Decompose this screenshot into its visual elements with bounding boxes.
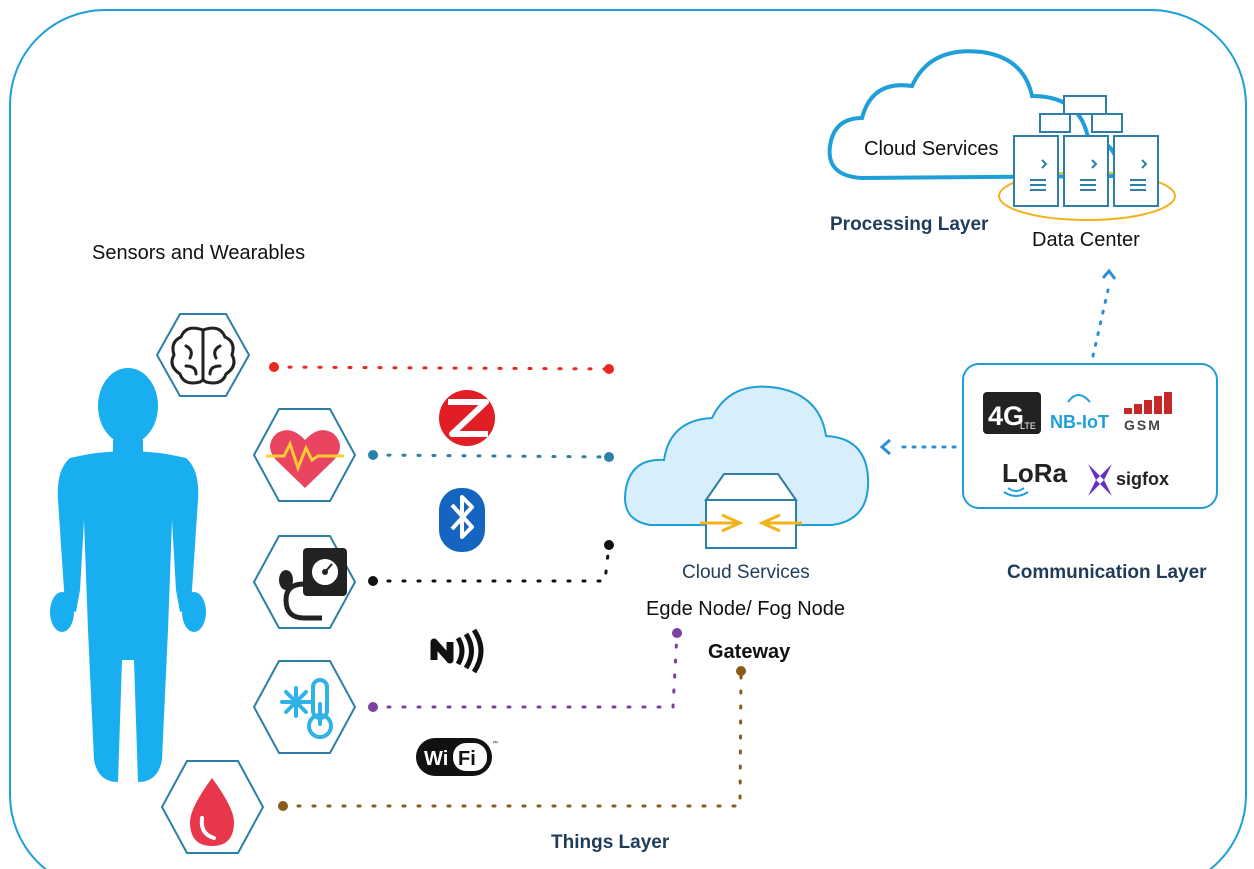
diagram-border — [9, 9, 1247, 869]
blood-drop-icon — [190, 778, 234, 846]
nfc-icon — [430, 628, 484, 674]
zigbee-icon — [439, 390, 495, 446]
bluetooth-icon — [439, 488, 485, 552]
svg-text:GSM: GSM — [1124, 417, 1162, 433]
svg-text:sigfox: sigfox — [1116, 469, 1169, 489]
nbiot-icon: NB-IoT — [1050, 394, 1109, 432]
gsm-icon: GSM — [1124, 392, 1172, 433]
cloud-services-label: Cloud Services — [864, 138, 999, 160]
things-layer-label: Things Layer — [551, 832, 670, 853]
gateway-label: Gateway — [708, 641, 791, 663]
link-blood — [278, 666, 746, 811]
sensors-label: Sensors and Wearables — [92, 242, 305, 264]
link-temperature — [368, 628, 682, 712]
svg-text:Fi: Fi — [458, 748, 476, 770]
blood-pressure-sensor — [252, 535, 357, 629]
lora-icon: LoRa — [1002, 458, 1068, 497]
processing-layer-label: Processing Layer — [830, 214, 989, 235]
svg-text:NB-IoT: NB-IoT — [1050, 412, 1109, 432]
svg-text:LTE: LTE — [1020, 421, 1036, 431]
sigfox-icon: sigfox — [1088, 464, 1169, 496]
brain-sensor — [155, 313, 251, 397]
server-box-icon — [700, 473, 802, 549]
data-center-label: Data Center — [1032, 229, 1140, 251]
brain-icon — [170, 326, 236, 385]
link-brain — [269, 362, 614, 374]
link-blood-pressure — [368, 540, 614, 586]
svg-text:Wi: Wi — [424, 748, 448, 770]
communication-layer-box: 4G LTE NB-IoT GSM LoRa sigfox — [962, 363, 1218, 509]
edge-cloud-label: Cloud Services — [682, 562, 810, 583]
comm-to-cloud-link — [1091, 268, 1117, 358]
link-heart — [368, 450, 614, 462]
communication-layer-label: Communication Layer — [1007, 562, 1207, 583]
lte-4g-icon: 4G LTE — [983, 392, 1041, 434]
svg-text:LoRa: LoRa — [1002, 458, 1068, 488]
blood-pressure-icon — [279, 548, 347, 621]
comm-to-edge-link — [879, 438, 957, 456]
temperature-sensor — [252, 660, 357, 754]
edge-cloud-icon — [624, 385, 870, 549]
blood-sensor — [160, 760, 265, 854]
edge-node-label: Egde Node/ Fog Node — [646, 598, 845, 620]
thermometer-icon — [280, 678, 333, 739]
svg-text:4G: 4G — [988, 401, 1024, 431]
human-body-icon — [50, 368, 206, 782]
svg-text:™: ™ — [492, 740, 498, 747]
data-center-icon — [998, 95, 1176, 221]
heart-icon — [266, 430, 344, 488]
wifi-icon: Wi Fi ™ — [416, 738, 498, 776]
heart-rate-sensor — [252, 408, 357, 502]
